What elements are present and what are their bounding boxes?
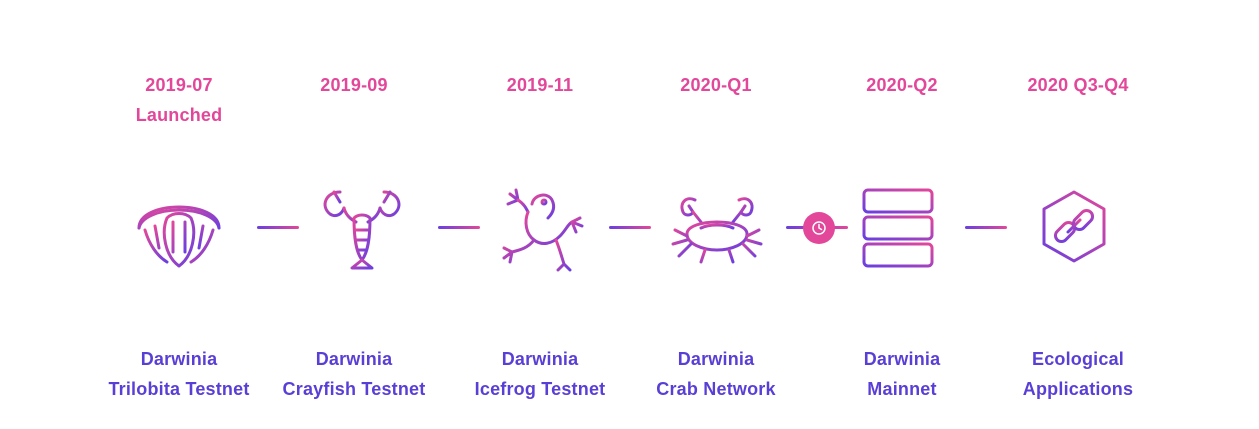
milestone-1-date-block: 2019-07 Launched bbox=[69, 70, 289, 130]
milestone-name: Darwinia bbox=[315, 349, 393, 369]
milestone-name: Darwinia bbox=[501, 349, 579, 369]
crayfish-icon bbox=[310, 178, 414, 278]
milestone-name: Darwinia bbox=[677, 349, 755, 369]
milestone-name: Darwinia bbox=[140, 349, 218, 369]
milestone-name: Mainnet bbox=[867, 379, 937, 399]
milestone-4-date-block: 2020-Q1 bbox=[606, 70, 826, 100]
milestone-2-name-block: Darwinia Crayfish Testnet bbox=[244, 344, 464, 404]
trilobite-icon bbox=[127, 178, 231, 278]
milestone-5-name-block: Darwinia Mainnet bbox=[792, 344, 1012, 404]
milestone-name: Trilobita Testnet bbox=[108, 379, 250, 399]
current-progress-marker bbox=[803, 212, 835, 244]
milestone-6-name-block: Ecological Applications bbox=[968, 344, 1188, 404]
milestone-date: 2020-Q1 bbox=[680, 75, 752, 95]
timeline-connector bbox=[257, 226, 299, 229]
server-stack-icon bbox=[850, 178, 954, 278]
milestone-date: 2019-07 bbox=[145, 75, 213, 95]
milestone-status: Launched bbox=[135, 105, 223, 125]
milestone-4-name-block: Darwinia Crab Network bbox=[606, 344, 826, 404]
frog-icon bbox=[490, 178, 594, 278]
link-hexagon-icon bbox=[1026, 178, 1130, 278]
milestone-6-date-block: 2020 Q3-Q4 bbox=[968, 70, 1188, 100]
clock-icon bbox=[812, 221, 826, 235]
milestone-name: Applications bbox=[1022, 379, 1134, 399]
timeline-connector bbox=[965, 226, 1007, 229]
crab-icon bbox=[665, 178, 769, 278]
timeline-connector bbox=[438, 226, 480, 229]
milestone-name: Darwinia bbox=[863, 349, 941, 369]
milestone-1-name-block: Darwinia Trilobita Testnet bbox=[69, 344, 289, 404]
milestone-name: Ecological bbox=[1031, 349, 1125, 369]
milestone-name: Icefrog Testnet bbox=[474, 379, 606, 399]
milestone-name: Crab Network bbox=[656, 379, 776, 399]
milestone-2-date-block: 2019-09 bbox=[244, 70, 464, 100]
milestone-5-date-block: 2020-Q2 bbox=[792, 70, 1012, 100]
milestone-date: 2020-Q2 bbox=[866, 75, 938, 95]
milestone-name: Crayfish Testnet bbox=[282, 379, 426, 399]
milestone-date: 2019-11 bbox=[506, 75, 574, 95]
milestone-3-date-block: 2019-11 bbox=[430, 70, 650, 100]
milestone-date: 2019-09 bbox=[320, 75, 388, 95]
timeline-connector bbox=[609, 226, 651, 229]
milestone-date: 2020 Q3-Q4 bbox=[1027, 75, 1129, 95]
milestone-3-name-block: Darwinia Icefrog Testnet bbox=[430, 344, 650, 404]
